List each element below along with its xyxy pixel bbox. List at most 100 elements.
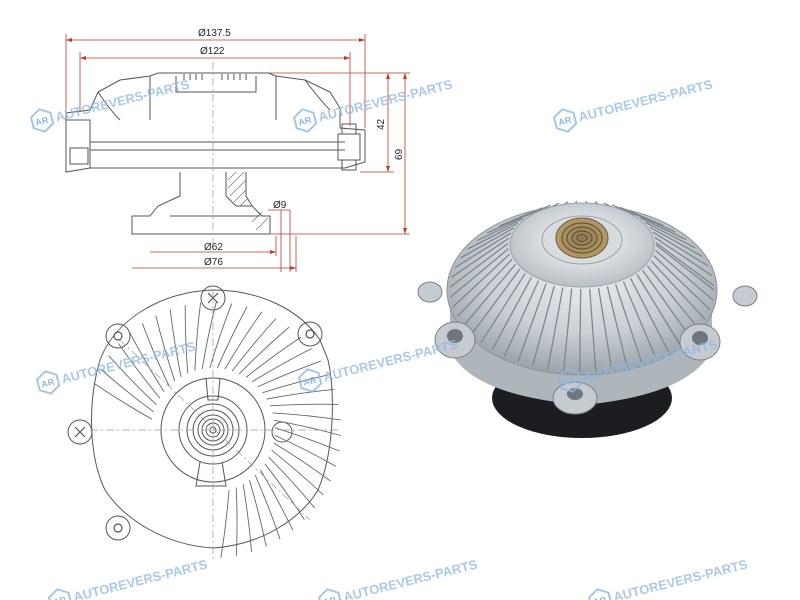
watermark-logo-text: AR <box>302 375 318 388</box>
fin-line <box>271 449 324 496</box>
watermark: AR AUTOREVERS-PARTS <box>317 556 479 600</box>
watermark-logo-text: AR <box>40 377 56 390</box>
photo-fin <box>646 265 700 329</box>
fin-line <box>260 469 294 531</box>
front-view-drawing <box>67 285 333 549</box>
photo-fin <box>655 244 715 291</box>
photo-fin <box>622 281 657 359</box>
photo-fin <box>462 263 516 327</box>
watermark-text: AUTOREVERS-PARTS <box>612 556 749 600</box>
fin-line <box>242 484 253 553</box>
photo-fin <box>451 237 510 278</box>
fin-line <box>224 311 263 370</box>
fin-line <box>268 456 315 509</box>
photo-fin <box>476 217 524 242</box>
photo-fin <box>579 288 582 373</box>
fin-line <box>274 427 340 452</box>
fin-line <box>141 323 170 387</box>
fin-line <box>231 318 277 372</box>
photo-fin <box>611 204 636 216</box>
photo-fin <box>636 274 681 346</box>
photo-fin <box>654 236 713 277</box>
ar-hexagon-icon <box>35 370 61 395</box>
fin-line <box>108 355 157 406</box>
fin-line <box>201 301 217 369</box>
fin-line <box>257 360 322 388</box>
fin-line <box>273 442 331 482</box>
photo-fin <box>460 227 515 259</box>
lug-crosses <box>74 292 315 533</box>
photo-fin <box>547 287 564 370</box>
photo-fin <box>652 231 709 267</box>
fin-line <box>155 315 176 382</box>
fin-line <box>251 348 312 383</box>
front-centerlines <box>90 290 340 560</box>
watermark-text: AUTOREVERS-PARTS <box>72 556 209 600</box>
ar-hexagon-icon <box>292 108 318 133</box>
watermark-logo-text: AR <box>562 375 578 388</box>
photo-fin <box>491 276 533 351</box>
photo-fin <box>606 286 628 368</box>
ar-hexagon-icon <box>587 588 613 600</box>
watermark-logo-text: AR <box>592 595 608 600</box>
photo-fin <box>653 255 711 311</box>
fin-line <box>93 382 153 420</box>
dim-inner-diameter: Ø122 <box>200 46 225 57</box>
dim-height-upper: 42 <box>376 118 387 130</box>
fan-clutch-photo <box>417 200 758 438</box>
photo-fin <box>454 232 512 268</box>
watermark-text: AUTOREVERS-PARTS <box>342 556 479 600</box>
photo-fin <box>531 285 555 367</box>
photo-fin <box>640 217 687 241</box>
fin-line <box>272 412 341 421</box>
fin-line <box>209 303 233 369</box>
fin-line <box>118 343 161 399</box>
fin-line <box>235 487 238 556</box>
photo-fin <box>449 242 509 288</box>
dim-bolt-hole: Ø9 <box>273 200 287 211</box>
photo-fin <box>517 283 547 362</box>
fin-line <box>274 419 342 436</box>
photo-fin <box>634 213 676 233</box>
watermark: AR AUTOREVERS-PARTS <box>587 556 749 600</box>
watermark-logo-text: AR <box>322 595 338 600</box>
photo-fin <box>467 222 519 250</box>
fin-line <box>266 388 335 400</box>
ar-hexagon-icon <box>297 368 323 393</box>
photo-fin <box>650 260 706 320</box>
photo-fin <box>597 287 613 371</box>
photo-fin <box>452 253 511 308</box>
ar-hexagon-icon <box>317 588 343 600</box>
photo-fin <box>486 213 530 234</box>
watermark-logo-text: AR <box>297 115 313 128</box>
fin-line <box>194 302 202 371</box>
fin-line <box>169 309 182 377</box>
dim-flange-pcd: Ø62 <box>204 242 223 253</box>
fin-line <box>129 332 165 393</box>
fin-line <box>262 374 329 394</box>
photo-fin <box>629 277 670 353</box>
fin-line <box>270 403 339 407</box>
fin-line <box>184 305 189 374</box>
photo-fin <box>645 221 696 249</box>
fin-line <box>264 463 305 520</box>
photo-fin <box>649 226 703 258</box>
fin-line <box>238 326 290 375</box>
watermark-logo-text: AR <box>52 595 68 600</box>
photo-fin <box>456 258 513 318</box>
dim-height-total: 69 <box>394 148 405 160</box>
photo-fin <box>642 269 691 338</box>
photo-fin <box>654 249 714 301</box>
photo-fin <box>503 280 540 357</box>
photo-fin <box>627 209 664 226</box>
ar-hexagon-icon <box>47 588 73 600</box>
fin-line <box>220 489 230 558</box>
watermark-text: AUTOREVERS-PARTS <box>54 76 191 124</box>
watermark: AR AUTOREVERS-PARTS <box>47 556 209 600</box>
